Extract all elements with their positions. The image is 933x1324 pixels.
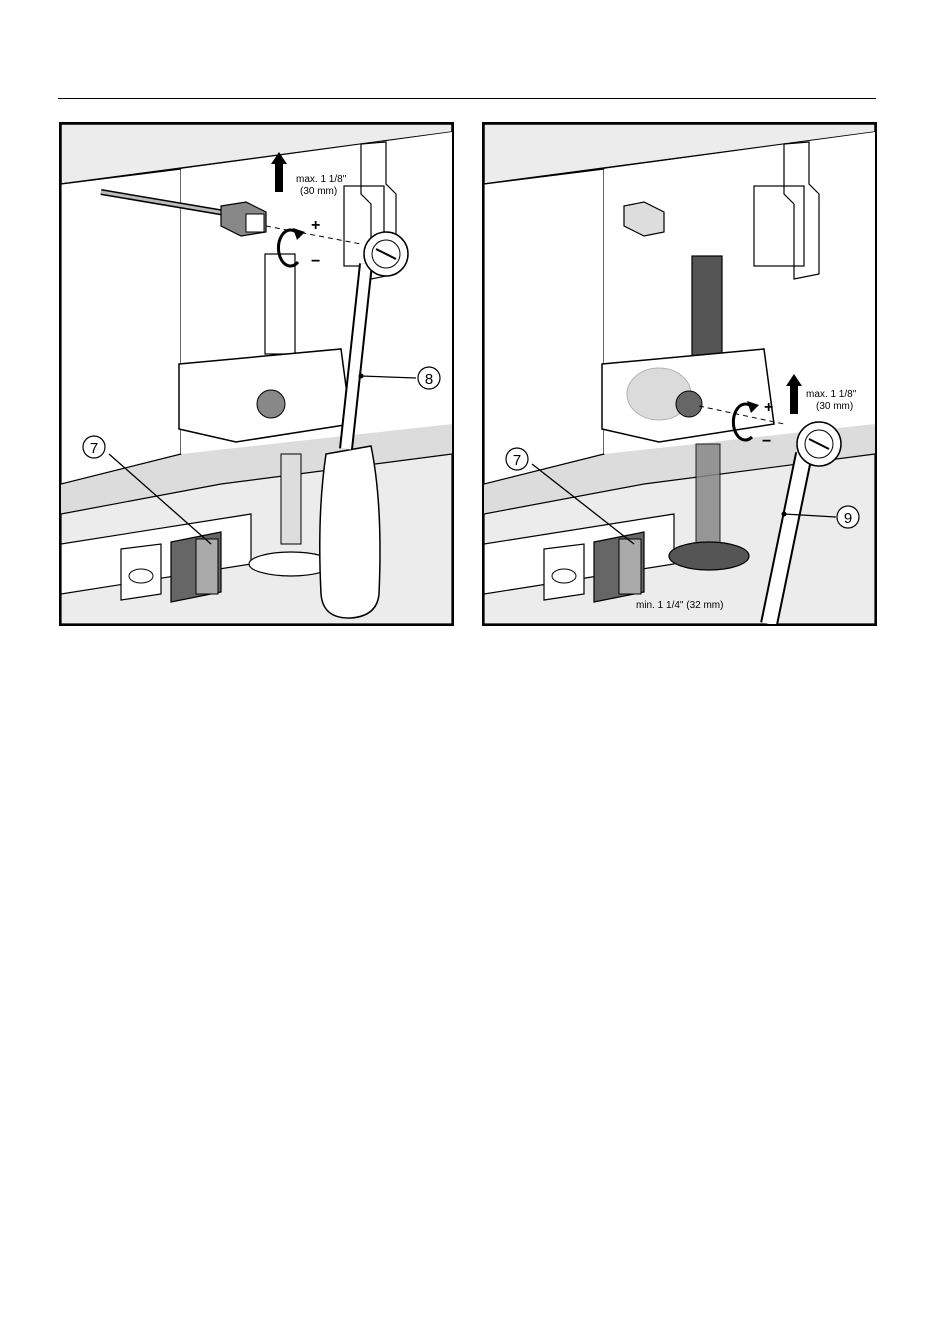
foot-support-face [619, 539, 641, 594]
side-panel [484, 169, 604, 484]
callout-9-label: 9 [844, 510, 852, 527]
callout-8-label: 8 [425, 371, 433, 388]
vertical-post [265, 254, 295, 354]
figure-right: 7 9 max. 1 1/8" (30 mm) + − min. 1 1/4" … [482, 122, 877, 626]
hex-socket [246, 214, 264, 232]
foot-pad [669, 542, 749, 570]
figure-left-illustration: 7 8 max. 1 1/8" (30 mm) + − [61, 124, 452, 624]
header-rule [58, 98, 876, 99]
sign-plus: + [764, 399, 773, 416]
hex-rod [692, 256, 722, 356]
max-distance-line2: (30 mm) [300, 186, 337, 197]
sign-minus: − [762, 433, 771, 450]
callout-9-dot [782, 512, 787, 517]
foot-screw [696, 444, 720, 544]
figure-left: 7 8 max. 1 1/8" (30 mm) + − [59, 122, 454, 626]
slot-hole [129, 569, 153, 583]
foot-support-face [196, 539, 218, 594]
callout-8-dot [359, 374, 364, 379]
figure-right-illustration: 7 9 max. 1 1/8" (30 mm) + − min. 1 1/4" … [484, 124, 875, 624]
max-distance-line2: (30 mm) [816, 401, 853, 412]
block-bolt [257, 390, 285, 418]
side-panel [61, 169, 181, 484]
min-distance-label: min. 1 1/4" (32 mm) [636, 600, 723, 611]
callout-7-label: 7 [90, 440, 98, 457]
sign-minus: − [311, 253, 320, 270]
max-distance-line1: max. 1 1/8" [806, 389, 857, 400]
max-distance-line1: max. 1 1/8" [296, 174, 347, 185]
block-bolt [676, 391, 702, 417]
callout-7-label: 7 [513, 452, 521, 469]
wrench-handle [320, 446, 380, 618]
foot-screw [281, 454, 301, 544]
sign-plus: + [311, 217, 320, 234]
slot-hole [552, 569, 576, 583]
